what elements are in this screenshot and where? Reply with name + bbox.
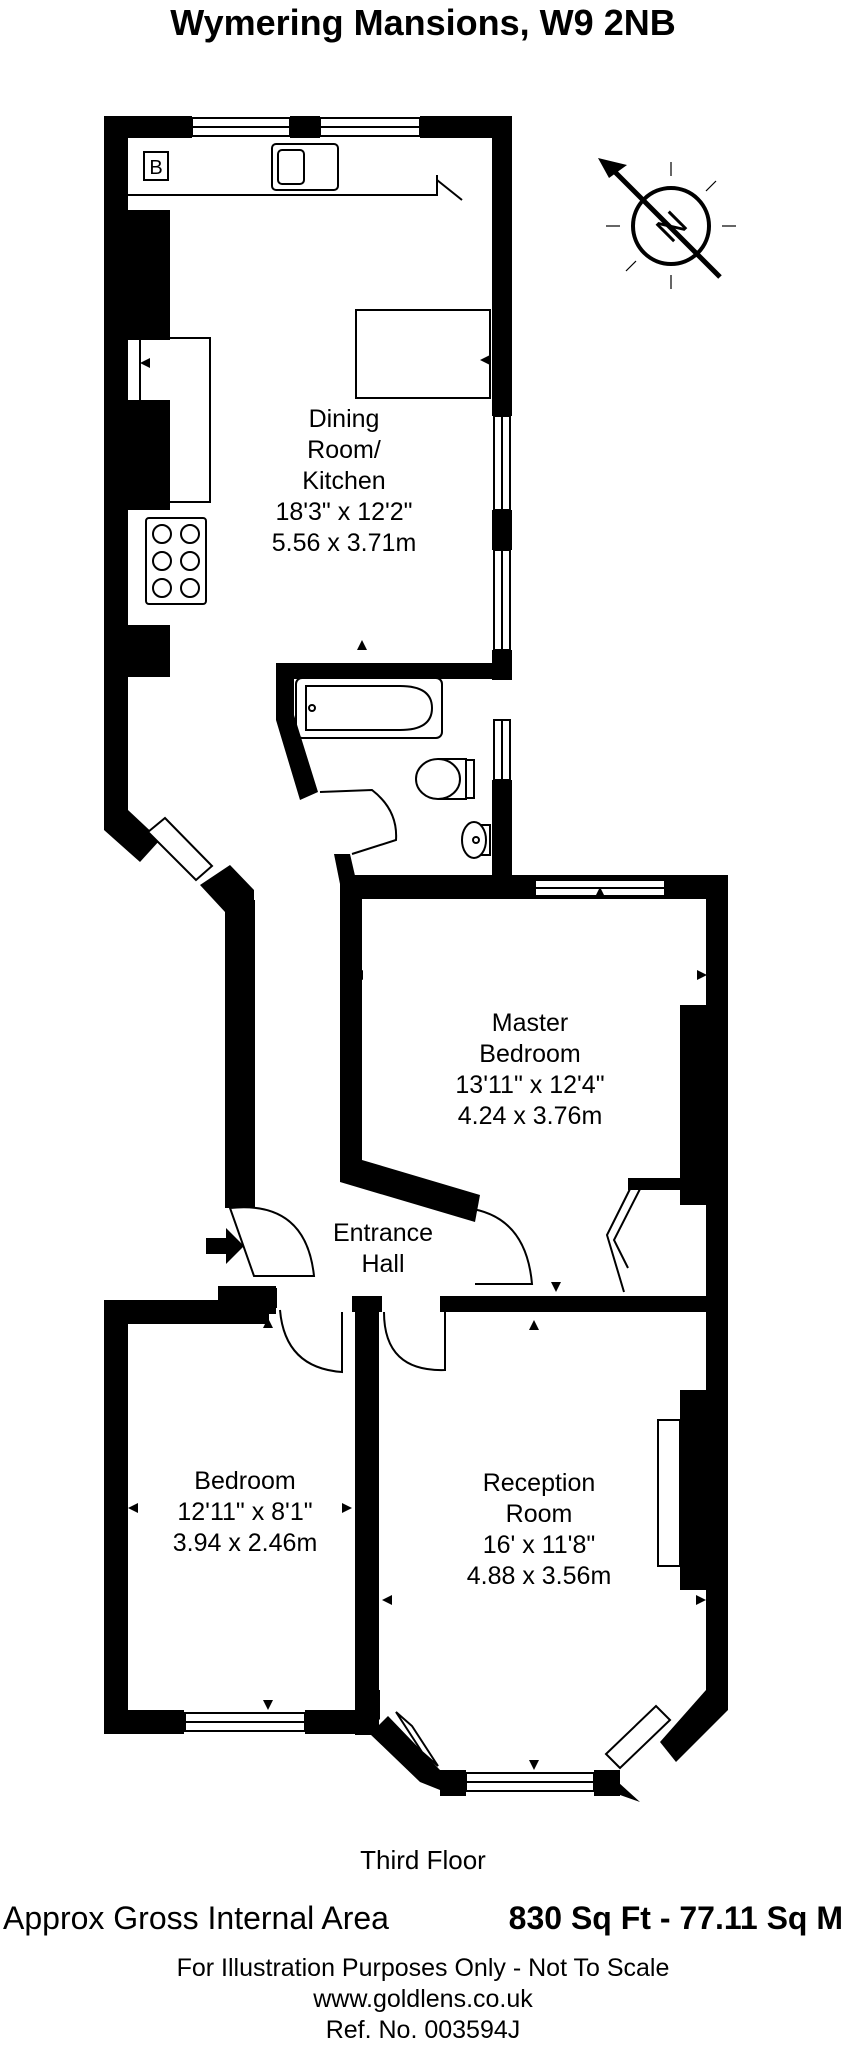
- kitchen-fixtures: [128, 143, 491, 605]
- room-label-reception-room: Reception Room 16' x 11'8" 4.88 x 3.56m: [466, 1469, 612, 1590]
- room-label-dining-kitchen: Dining Room/ Kitchen 18'3" x 12'2" 5.56 …: [271, 405, 417, 557]
- north-compass-icon: N: [598, 158, 736, 289]
- area-label: Approx Gross Internal Area: [3, 1900, 389, 1936]
- disclaimer-text: For Illustration Purposes Only - Not To …: [176, 1954, 670, 1982]
- reference-number: Ref. No. 003594J: [325, 2016, 521, 2044]
- entrance-arrow: [206, 1228, 244, 1264]
- room-label-entrance-hall: Entrance Hall: [332, 1219, 434, 1278]
- fireplace: [657, 1419, 681, 1567]
- floor-level-label: Third Floor: [360, 1845, 486, 1875]
- room-label-master-bedroom: Master Bedroom 13'11" x 12'4" 4.24 x 3.7…: [455, 1009, 605, 1130]
- doors: [228, 788, 641, 1374]
- boiler-label: B: [149, 157, 162, 179]
- windows: [146, 117, 672, 1792]
- bathroom-fixtures: [295, 677, 491, 859]
- room-label-bedroom: Bedroom 12'11" x 8'1" 3.94 x 2.46m: [172, 1467, 318, 1557]
- plan-title: Wymering Mansions, W9 2NB: [170, 2, 676, 43]
- boiler-icon: B: [149, 157, 162, 179]
- website-text: www.goldlens.co.uk: [313, 1985, 533, 2013]
- area-value: 830 Sq Ft - 77.11 Sq M: [508, 1900, 843, 1936]
- dimension-markers: [128, 355, 707, 1770]
